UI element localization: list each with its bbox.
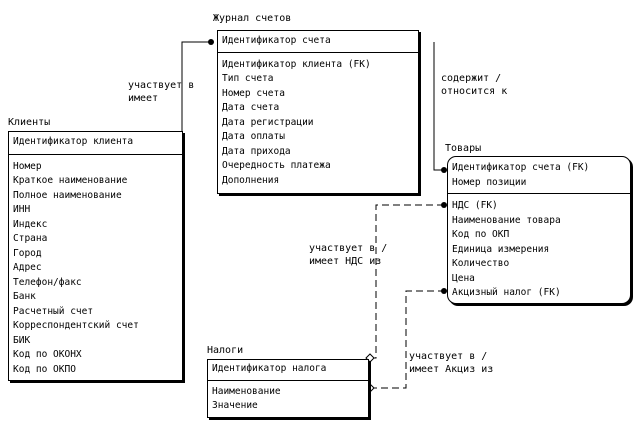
entity-attribute: Тип счета [222,73,274,84]
entity-attribute: Краткое наименование [13,175,128,186]
entity-title-clients: Клиенты [8,117,51,128]
entity-attribute: Расчетный счет [13,305,94,317]
entity-title-taxes: Налоги [207,345,244,356]
rel-client-journal-inverse: имеет [128,93,159,104]
entity-attribute: Дополнения [222,174,280,186]
entity-attribute: Код по ОКПО [13,363,76,375]
entity-goods[interactable]: Идентификатор счета (FK) Номер позиции НД… [447,156,631,304]
entity-attribute: Идентификатор счета (FK) [452,162,590,173]
line-journal-goods-dot [441,167,447,173]
entity-attribute: Дата оплаты [222,131,285,142]
clients-key-section: Идентификатор клиента [9,132,182,155]
entity-attribute: ИНН [13,204,31,215]
line-tax-vat-dot [441,202,447,208]
entity-attribute: Наименование товара [452,214,561,226]
rel-tax-excise-inverse: имеет Акциз из [409,364,494,375]
rel-tax-vat-verb: участвует в / [309,243,388,254]
entity-attribute: БИК [13,334,31,346]
entity-attribute: Цена [452,272,475,284]
line-journal-goods [433,42,444,171]
entity-attribute: Количество [452,258,510,269]
rel-client-journal-verb: участвует в [128,80,195,91]
entity-attribute: Очередность платежа [222,160,331,171]
entity-attribute: Единица измерения [452,243,550,255]
line-client-journal-dot [208,39,214,45]
taxes-key-section: Идентификатор налога [208,360,368,381]
rel-tax-excise-verb: участвует в / [409,351,488,362]
entity-attribute: Идентификатор клиента [13,136,134,147]
entity-attribute: Номер [13,160,42,172]
entity-attribute: Адрес [13,262,42,273]
entity-attribute: Номер позиции [452,176,527,188]
entity-attribute: Банк [13,291,36,302]
rel-journal-goods-verb: содержит / [441,73,502,84]
entity-attribute: Город [13,247,42,259]
rel-client-journal-label: участвует в имеет [128,79,194,105]
entity-title-journal: Журнал счетов [213,13,292,24]
rel-tax-vat-label: участвует в / имеет НДС из [309,242,387,268]
rel-tax-vat-inverse: имеет НДС из [309,256,382,267]
entity-attribute: Дата регистрации [222,116,314,128]
entity-attribute: Идентификатор клиента (FK) [222,58,371,70]
rel-journal-goods-label: содержит / относится к [441,72,507,98]
entity-attribute: Идентификатор счета [222,35,331,46]
entity-attribute: Дата счета [222,102,280,113]
line-tax-vat [370,204,444,359]
line-client-journal [181,41,211,180]
entity-attribute: Корреспондентский счет [13,320,139,331]
line-tax-excise-dot [441,288,447,294]
entity-attribute: НДС (FK) [452,200,498,211]
entity-attribute: Значение [212,400,258,411]
goods-key-section: Идентификатор счета (FK) Номер позиции [448,157,630,194]
entity-attribute: Страна [13,233,48,244]
entity-attribute: Дата прихода [222,145,291,157]
entity-attribute: Телефон/факс [13,276,82,288]
entity-attribute: Идентификатор налога [212,363,327,374]
entity-attribute: Код по ОКП [452,229,510,240]
line-tax-excise [370,290,444,389]
entity-journal[interactable]: Идентификатор счета Идентификатор клиент… [217,30,419,194]
entity-attribute: Индекс [13,218,48,230]
entity-attribute: Акцизный налог (FK) [452,287,561,298]
entity-attribute: Наименование [212,385,281,397]
journal-key-section: Идентификатор счета [218,31,418,53]
rel-journal-goods-inverse: относится к [441,86,508,97]
entity-title-goods: Товары [445,143,482,154]
entity-attribute: Код по ОКОНХ [13,349,82,360]
entity-attribute: Полное наименование [13,189,122,201]
rel-tax-excise-label: участвует в / имеет Акциз из [409,350,493,376]
entity-attribute: Номер счета [222,87,285,99]
